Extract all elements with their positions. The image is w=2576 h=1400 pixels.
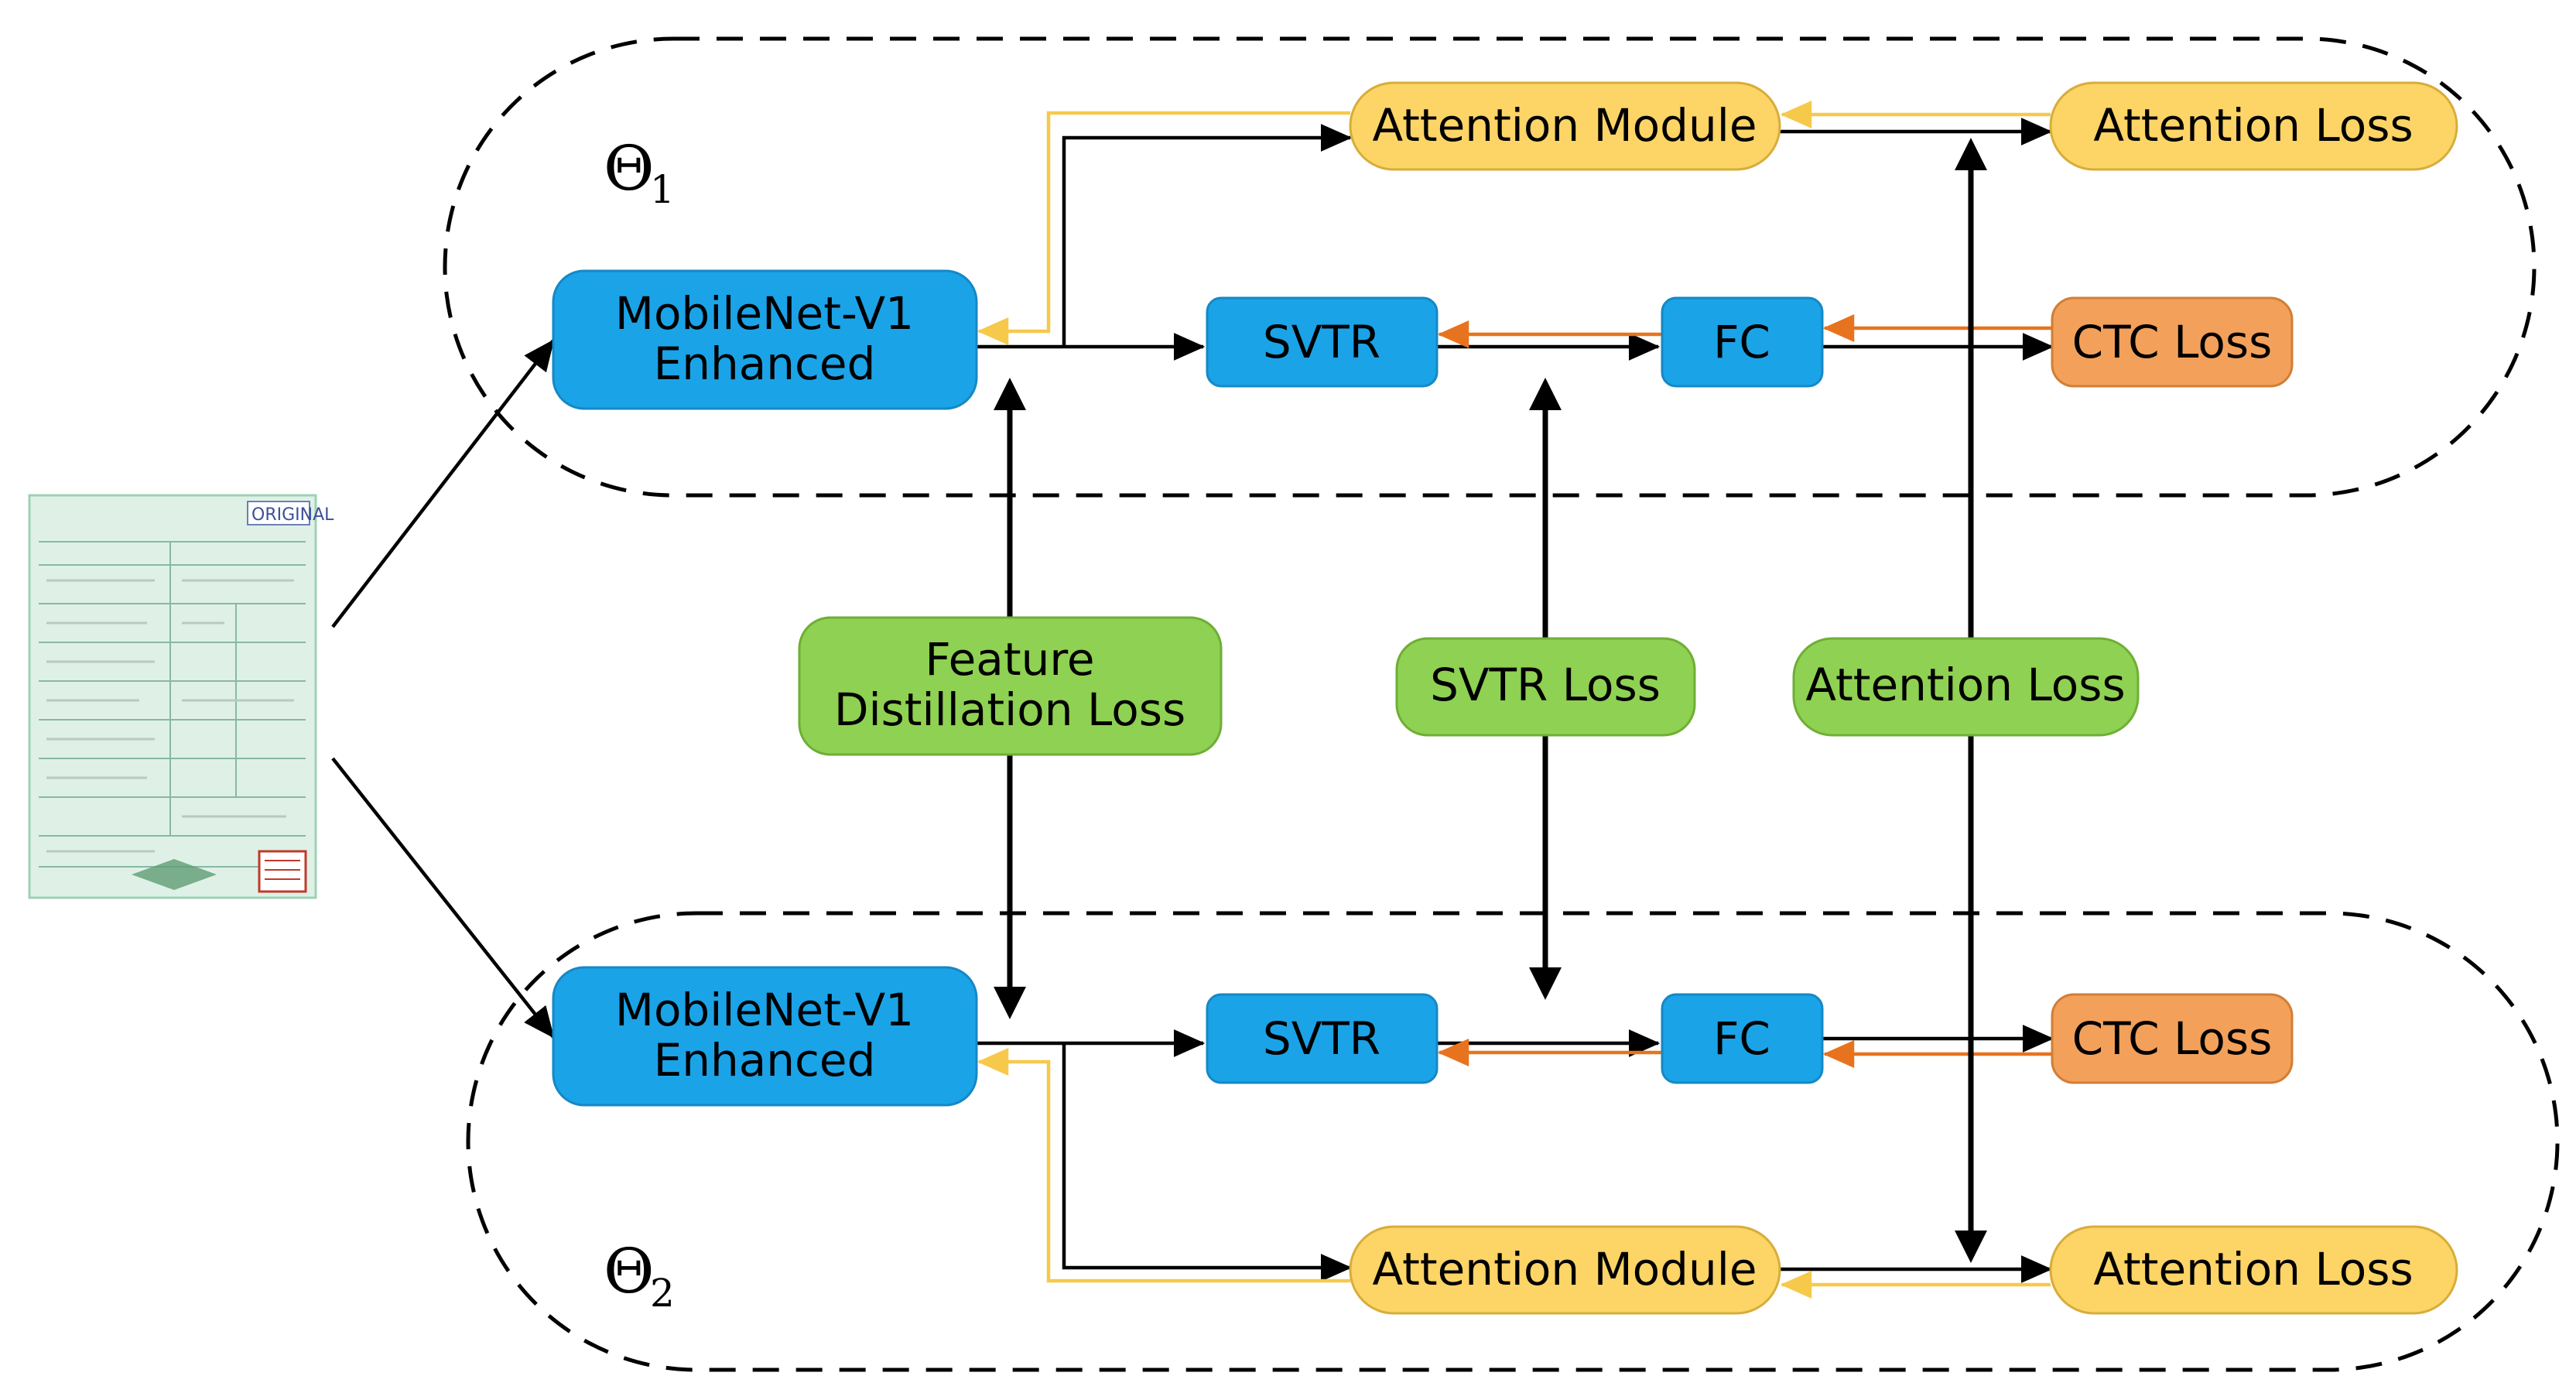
svg-text:Θ: Θ [604,132,655,204]
input-to-bottom-arrow [331,757,555,1039]
theta-2-label: Θ 2 [604,1235,675,1316]
bottom-attention-module-box: Attention Module [1349,1225,1781,1315]
top-backbone-to-attention-arrow [1062,124,1353,347]
feature-distillation-loss-box: Feature Distillation Loss [798,616,1223,756]
stamp-text: ORIGINAL [251,505,334,525]
bottom-svtr-box: SVTR [1206,993,1439,1084]
bottom-attention-loss-box: Attention Loss [2049,1225,2458,1315]
svg-text:MobileNet-V1: MobileNet-V1 [615,287,914,340]
top-ctc-loss-box: CTC Loss [2051,296,2294,388]
svg-text:1: 1 [650,167,675,212]
svg-text:SVTR: SVTR [1263,1012,1380,1065]
svg-text:Attention Loss: Attention Loss [2093,1243,2413,1296]
bottom-backbone-to-attention-arrow [1062,1043,1353,1282]
top-backbone-box: MobileNet-V1 Enhanced [552,269,978,410]
svg-text:Enhanced: Enhanced [654,1034,876,1087]
svg-text:Attention Loss: Attention Loss [1805,659,2125,711]
svg-text:SVTR Loss: SVTR Loss [1430,659,1661,711]
svg-text:Distillation Loss: Distillation Loss [834,683,1185,736]
svg-text:Attention Loss: Attention Loss [2093,99,2413,152]
svg-text:FC: FC [1713,316,1770,368]
svg-text:Feature: Feature [925,633,1094,686]
top-attention-to-backbone-grad [977,111,1350,345]
svg-text:Attention Module: Attention Module [1372,99,1757,152]
svg-text:SVTR: SVTR [1263,316,1380,368]
svg-text:Θ: Θ [604,1235,655,1307]
svg-text:CTC Loss: CTC Loss [2072,316,2273,368]
svg-text:CTC Loss: CTC Loss [2072,1012,2273,1065]
svg-text:2: 2 [650,1271,675,1316]
attention-distill-loss-box: Attention Loss [1792,637,2140,737]
bottom-attention-to-backbone-grad [977,1048,1350,1283]
branch-top-container [443,36,2537,498]
input-to-top-arrow [331,339,555,628]
svg-text:Attention Module: Attention Module [1372,1243,1757,1296]
branch-bottom-container [466,911,2560,1372]
svg-text:FC: FC [1713,1012,1770,1065]
svg-text:Enhanced: Enhanced [654,337,876,390]
bottom-fc-box: FC [1661,993,1824,1084]
input-document-image: ORIGINAL [28,494,334,899]
top-fc-box: FC [1661,296,1824,388]
bottom-backbone-box: MobileNet-V1 Enhanced [552,966,978,1107]
svg-text:MobileNet-V1: MobileNet-V1 [615,984,914,1036]
theta-1-label: Θ 1 [604,132,675,212]
top-attention-module-box: Attention Module [1349,81,1781,171]
svtr-loss-box: SVTR Loss [1395,637,1696,737]
top-attention-loss-box: Attention Loss [2049,81,2458,171]
top-svtr-box: SVTR [1206,296,1439,388]
bottom-ctc-loss-box: CTC Loss [2051,993,2294,1084]
